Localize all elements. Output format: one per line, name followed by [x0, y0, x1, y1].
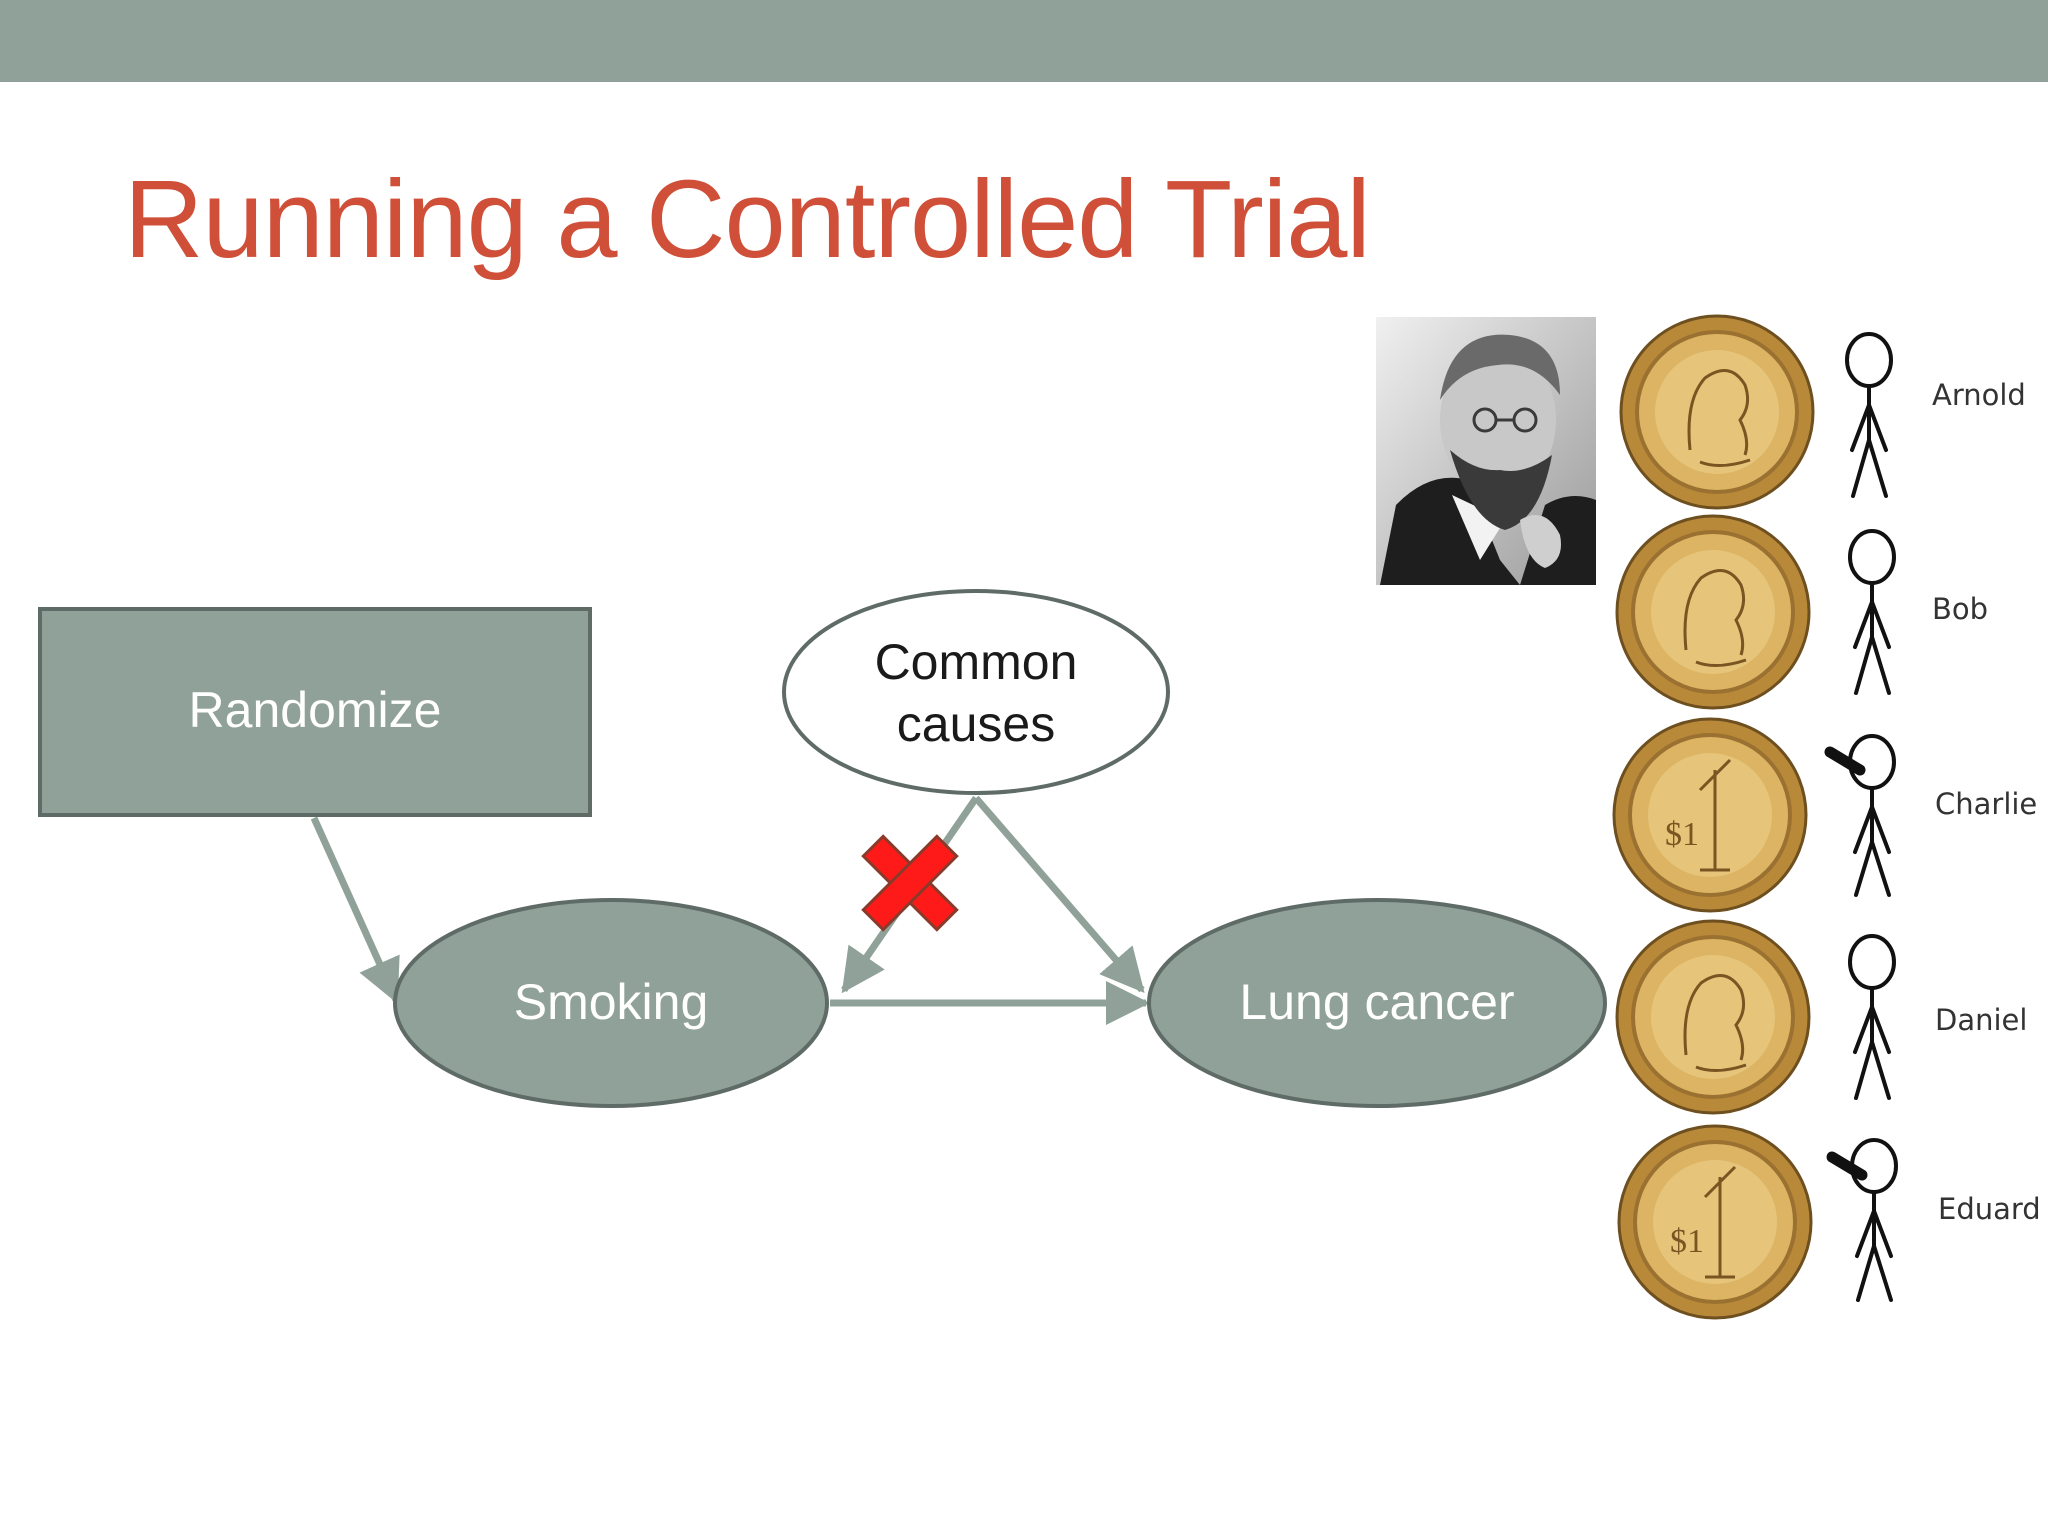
node-common-causes-label-line1: Common	[875, 634, 1078, 690]
edge-randomize-to-smoking	[310, 816, 400, 1004]
participant-name: Daniel	[1935, 1003, 2027, 1037]
bearded-man-portrait	[1376, 317, 1596, 585]
svg-text:$1: $1	[1670, 1223, 1704, 1260]
participant-row: $1 Eduard	[1617, 1124, 2041, 1320]
coin-tails-icon: $1	[1612, 717, 1808, 913]
node-randomize-label: Randomize	[189, 682, 442, 738]
participant-name: Eduard	[1938, 1192, 2041, 1226]
node-lung-cancer: Lung cancer	[1147, 898, 1607, 1108]
stick-figure-icon	[1845, 332, 1893, 498]
stick-figure-icon	[1848, 734, 1896, 897]
coin-heads-icon	[1619, 314, 1815, 510]
participant-row: Bob	[1615, 514, 1988, 710]
participant-row: Daniel	[1615, 919, 2027, 1115]
node-common-causes: Common causes	[782, 589, 1170, 795]
slide-top-bar	[0, 0, 2048, 82]
node-randomize: Randomize	[38, 607, 592, 817]
node-smoking-label: Smoking	[514, 974, 709, 1030]
participant-name: Arnold	[1932, 378, 2026, 412]
edge-common-causes-to-lung-cancer	[973, 795, 1145, 994]
stick-figure-icon	[1848, 934, 1896, 1100]
participant-name: Charlie	[1935, 787, 2037, 821]
coin-tails-icon: $1	[1617, 1124, 1813, 1320]
node-smoking: Smoking	[393, 898, 829, 1108]
svg-text:$1: $1	[1665, 816, 1699, 853]
slide-title: Running a Controlled Trial	[124, 158, 1371, 281]
coin-heads-icon	[1615, 919, 1811, 1115]
cigarette-icon	[1824, 746, 1866, 776]
coin-heads-icon	[1615, 514, 1811, 710]
participant-row: Arnold	[1619, 314, 2026, 510]
participant-row: $1 Charlie	[1612, 717, 2037, 913]
stick-figure-icon	[1848, 529, 1896, 695]
participants-list: Arnold Bob	[1612, 314, 2041, 1320]
node-common-causes-label-line2: causes	[897, 696, 1055, 752]
stick-figure-icon	[1850, 1138, 1898, 1302]
participant-name: Bob	[1932, 592, 1988, 626]
cigarette-icon	[1826, 1151, 1868, 1181]
cross-icon	[861, 834, 959, 932]
node-lung-cancer-label: Lung cancer	[1239, 974, 1514, 1030]
